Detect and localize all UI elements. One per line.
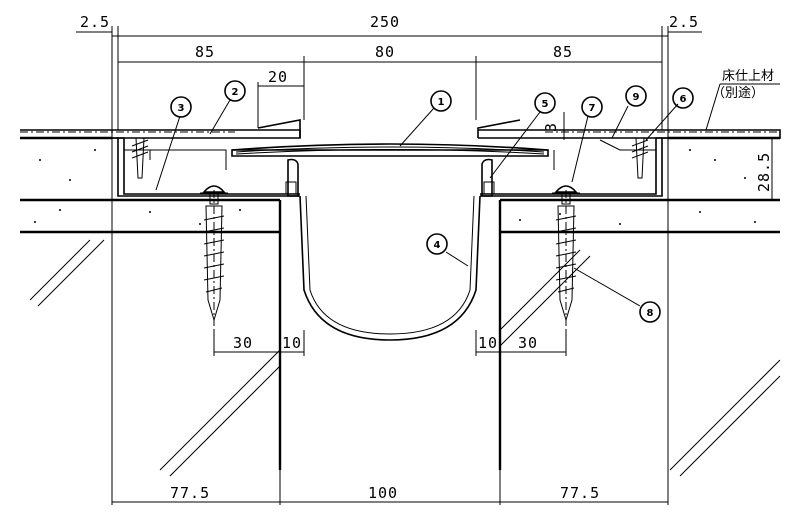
floor-finish-separate-text: （別途） (712, 85, 764, 101)
callout-9-label: 9 (633, 92, 640, 103)
callout-7: 7 (581, 96, 603, 118)
dim-left-section: 85 (195, 43, 215, 61)
callout-1: 1 (430, 90, 452, 112)
cover-plate (231, 143, 549, 157)
dim-anchor-left-30: 30 (233, 334, 253, 352)
dim-right-section: 85 (553, 43, 573, 61)
dim-anchor-right-30: 30 (518, 334, 538, 352)
callout-8-label: 8 (647, 308, 654, 319)
left-frame (20, 119, 301, 197)
callouts: 1 2 3 4 5 6 7 8 (155, 80, 694, 323)
dim-gap-3: 3 (542, 122, 560, 132)
dim-anchor-left-10: 10 (282, 334, 302, 352)
callout-9: 9 (625, 85, 647, 107)
callout-3: 3 (170, 96, 192, 118)
callout-1-label: 1 (438, 97, 445, 108)
dim-bottom-left: 77.5 (170, 484, 210, 502)
dim-offset-20: 20 (268, 68, 288, 86)
floor-slabs (20, 130, 781, 505)
dim-bottom-center: 100 (368, 484, 398, 502)
rubber-seal (299, 195, 481, 341)
dim-center-section: 80 (375, 43, 395, 61)
callout-3-label: 3 (178, 103, 185, 114)
callout-2: 2 (224, 80, 246, 102)
callout-8: 8 (639, 301, 661, 323)
dim-top-left-edge: 2.5 (80, 13, 110, 31)
dim-anchor-right-10: 10 (478, 334, 498, 352)
dim-height-right: 28.5 (755, 152, 773, 192)
callout-6: 6 (672, 87, 694, 109)
callout-4-label: 4 (434, 240, 441, 251)
top-dimensions: 2.5 250 2.5 85 80 85 20 3 (76, 13, 702, 140)
callout-4: 4 (426, 233, 448, 255)
callout-6-label: 6 (680, 94, 687, 105)
clip-holders (285, 158, 495, 197)
dim-bottom-right: 77.5 (560, 484, 600, 502)
right-frame (477, 119, 781, 197)
dim-top-total: 250 (370, 13, 400, 31)
callout-2-label: 2 (232, 87, 239, 98)
floor-finish-label: 床仕上材 （別途） (705, 69, 780, 131)
callout-5: 5 (534, 92, 556, 114)
height-dimension: 28.5 (660, 137, 780, 201)
floor-finish-text: 床仕上材 (722, 69, 774, 84)
callout-7-label: 7 (589, 103, 596, 114)
callout-5-label: 5 (542, 99, 549, 110)
dim-top-right-edge: 2.5 (669, 13, 699, 31)
anchor-dimensions: 30 10 10 30 (213, 330, 567, 356)
bottom-dimensions: 77.5 100 77.5 (112, 484, 668, 503)
anchors (200, 185, 580, 330)
